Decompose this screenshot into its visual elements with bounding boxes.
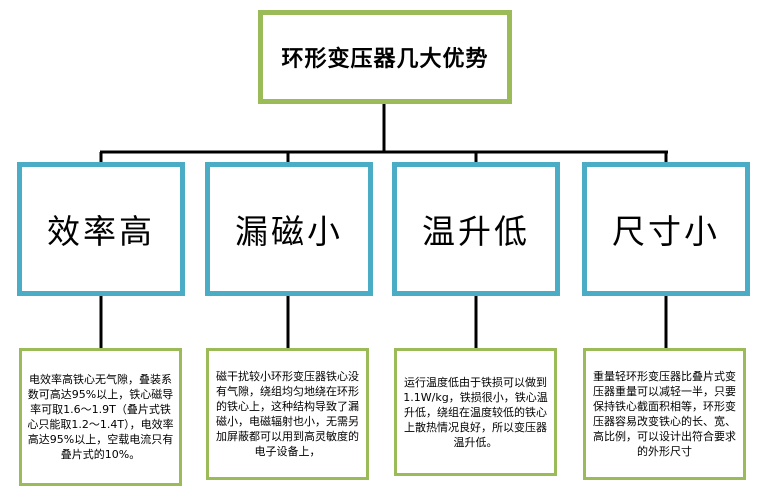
branch-title: 漏磁小 [235,212,343,251]
description-box-size: 重量轻环形变压器比叠片式变压器重量可以减轻一半，只要保持铁心截面积相等，环形变压… [583,348,746,480]
branch-node-efficiency: 效率高 [17,162,185,296]
branch-node-inner: 效率高 [21,166,181,292]
branch-node-inner: 温升低 [396,166,556,292]
root-node: 环形变压器几大优势 [258,10,512,104]
branch-node-leakage: 漏磁小 [205,162,373,296]
root-title: 环形变压器几大优势 [281,47,489,72]
description-text: 运行温度低由于铁损可以做到1.1W/kg，铁损很小，铁心温升低，绕组在温度较低的… [403,375,548,449]
branch-node-inner: 漏磁小 [209,166,369,292]
branch-node-inner: 尺寸小 [586,166,746,292]
branch-title: 尺寸小 [612,212,720,251]
branch-title: 效率高 [47,212,155,251]
branch-title: 温升低 [422,212,530,251]
description-box-leakage: 磁干扰较小环形变压器铁心没有气隙，绕组均匀地绕在环形的铁心上，这种结构导致了漏磁… [206,348,369,480]
branch-node-size: 尺寸小 [582,162,750,296]
description-text: 重量轻环形变压器比叠片式变压器重量可以减轻一半，只要保持铁心截面积相等，环形变压… [593,370,736,458]
description-text: 磁干扰较小环形变压器铁心没有气隙，绕组均匀地绕在环形的铁心上，这种结构导致了漏磁… [216,370,359,458]
root-node-inner: 环形变压器几大优势 [262,14,508,100]
branch-node-temperature: 温升低 [392,162,560,296]
description-text: 电效率高铁心无气隙，叠装系数可高达95%以上，铁心磁导率可取1.6～1.9T（叠… [27,373,174,461]
description-box-temperature: 运行温度低由于铁损可以做到1.1W/kg，铁损很小，铁心温升低，绕组在温度较低的… [394,348,557,476]
description-box-efficiency: 电效率高铁心无气隙，叠装系数可高达95%以上，铁心磁导率可取1.6～1.9T（叠… [19,348,182,486]
